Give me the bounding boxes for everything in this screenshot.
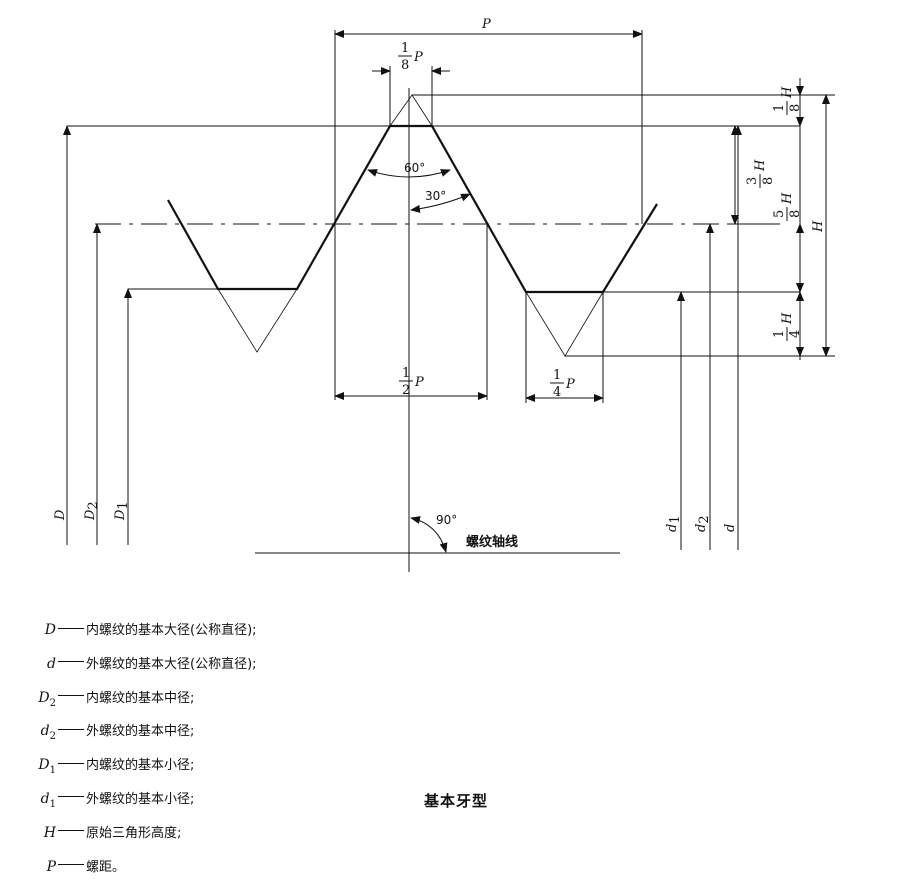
svg-text:1: 1 xyxy=(772,104,787,112)
svg-text:5: 5 xyxy=(772,210,787,218)
legend-description: 原始三角形高度; xyxy=(86,825,182,841)
legend-dash xyxy=(58,661,84,663)
h-five-eighths-label: 5 8 H xyxy=(772,192,803,221)
legend-row: D 内螺纹的基本大径(公称直径); xyxy=(36,616,257,650)
svg-text:H: H xyxy=(780,192,795,205)
pitch-label: P xyxy=(481,17,491,32)
angle-30-label: 30° xyxy=(425,189,446,203)
svg-text:8: 8 xyxy=(788,210,803,218)
pitch-diameter-D2-label: D2 xyxy=(83,501,101,521)
legend-symbol: D2 xyxy=(38,689,56,709)
legend-row: P 螺距。 xyxy=(36,853,257,886)
svg-text:P: P xyxy=(413,50,423,65)
svg-text:8: 8 xyxy=(761,177,776,185)
angle-90-arc xyxy=(410,516,448,553)
svg-text:8: 8 xyxy=(401,58,409,73)
pitch-diameter-d2-label: d2 xyxy=(694,515,712,532)
legend-description: 外螺纹的基本小径; xyxy=(86,791,195,807)
thread-profile-outline xyxy=(167,124,658,294)
svg-text:1: 1 xyxy=(401,41,409,56)
svg-text:4: 4 xyxy=(788,330,803,338)
minor-diameter-d1-label: d1 xyxy=(665,515,683,532)
major-diameter-d-label: d xyxy=(723,524,738,532)
figure-caption: 基本牙型 xyxy=(424,792,489,810)
legend-symbol: D xyxy=(44,622,56,638)
legend-description: 内螺纹的基本大径(公称直径); xyxy=(86,623,257,638)
svg-text:8: 8 xyxy=(788,104,803,112)
legend-description: 内螺纹的基本小径; xyxy=(86,758,195,774)
svg-text:1: 1 xyxy=(402,366,410,381)
svg-text:2: 2 xyxy=(402,383,410,398)
h-eighth-label: 1 8 H xyxy=(772,86,803,115)
major-diameter-D-label: D xyxy=(53,509,68,521)
h-label: H xyxy=(811,220,826,233)
svg-text:1: 1 xyxy=(772,330,787,338)
svg-text:3: 3 xyxy=(745,177,760,185)
eighth-p-label: 1 8 P xyxy=(398,41,423,73)
legend-row: d 外螺纹的基本大径(公称直径); xyxy=(36,650,257,684)
legend-dash xyxy=(58,762,84,764)
legend-dash xyxy=(58,728,84,730)
h-quarter-label: 1 4 H xyxy=(772,312,803,341)
angle-30-arc xyxy=(410,193,471,213)
legend-dash xyxy=(58,864,84,866)
legend-description: 螺距。 xyxy=(86,859,126,875)
symbol-legend: D 内螺纹的基本大径(公称直径); d 外螺纹的基本大径(公称直径); D2 内螺纹的基本… xyxy=(36,616,257,886)
svg-text:P: P xyxy=(565,377,575,392)
h-three-eighths-label: 3 8 H xyxy=(745,159,776,188)
legend-symbol: D1 xyxy=(38,757,56,776)
angle-60-label: 60° xyxy=(404,161,425,175)
svg-text:P: P xyxy=(414,375,424,390)
legend-dash xyxy=(58,627,84,629)
legend-symbol: d2 xyxy=(40,723,56,743)
legend-dash xyxy=(58,830,84,832)
legend-symbol: H xyxy=(43,824,56,841)
legend-row: H 原始三角形高度; xyxy=(36,819,257,853)
svg-text:H: H xyxy=(753,159,768,172)
svg-text:H: H xyxy=(780,86,795,99)
legend-row: D1 内螺纹的基本小径; xyxy=(36,751,257,785)
legend-description: 外螺纹的基本中径; xyxy=(86,724,195,740)
svg-text:1: 1 xyxy=(553,368,561,383)
quarter-p-label: 1 4 P xyxy=(550,368,575,400)
minor-diameter-D1-label: D1 xyxy=(113,501,131,521)
legend-symbol: P xyxy=(46,858,56,875)
legend-description: 外螺纹的基本大径(公称直径); xyxy=(86,656,257,672)
thread-axis-label: 螺纹轴线 xyxy=(466,534,518,550)
angle-60-arc xyxy=(367,169,451,178)
angle-90-label: 90° xyxy=(436,513,457,527)
svg-text:H: H xyxy=(780,312,795,325)
legend-symbol: d1 xyxy=(40,790,56,810)
legend-dash xyxy=(58,695,84,697)
legend-row: D2 内螺纹的基本中径; xyxy=(36,684,257,718)
fundamental-triangle-lines xyxy=(217,94,604,357)
svg-text:4: 4 xyxy=(553,385,561,400)
legend-row: d2 外螺纹的基本中径; xyxy=(36,717,257,751)
legend-dash xyxy=(58,796,84,798)
legend-row: d1 外螺纹的基本小径; xyxy=(36,785,257,819)
legend-symbol: d xyxy=(47,655,56,672)
thread-profile-diagram: P 1 8 P 60° 30° 1 2 P 1 4 P 90° 螺纹轴线 D D… xyxy=(53,17,835,572)
half-p-label: 1 2 P xyxy=(399,366,424,398)
legend-description: 内螺纹的基本中径; xyxy=(86,690,195,706)
